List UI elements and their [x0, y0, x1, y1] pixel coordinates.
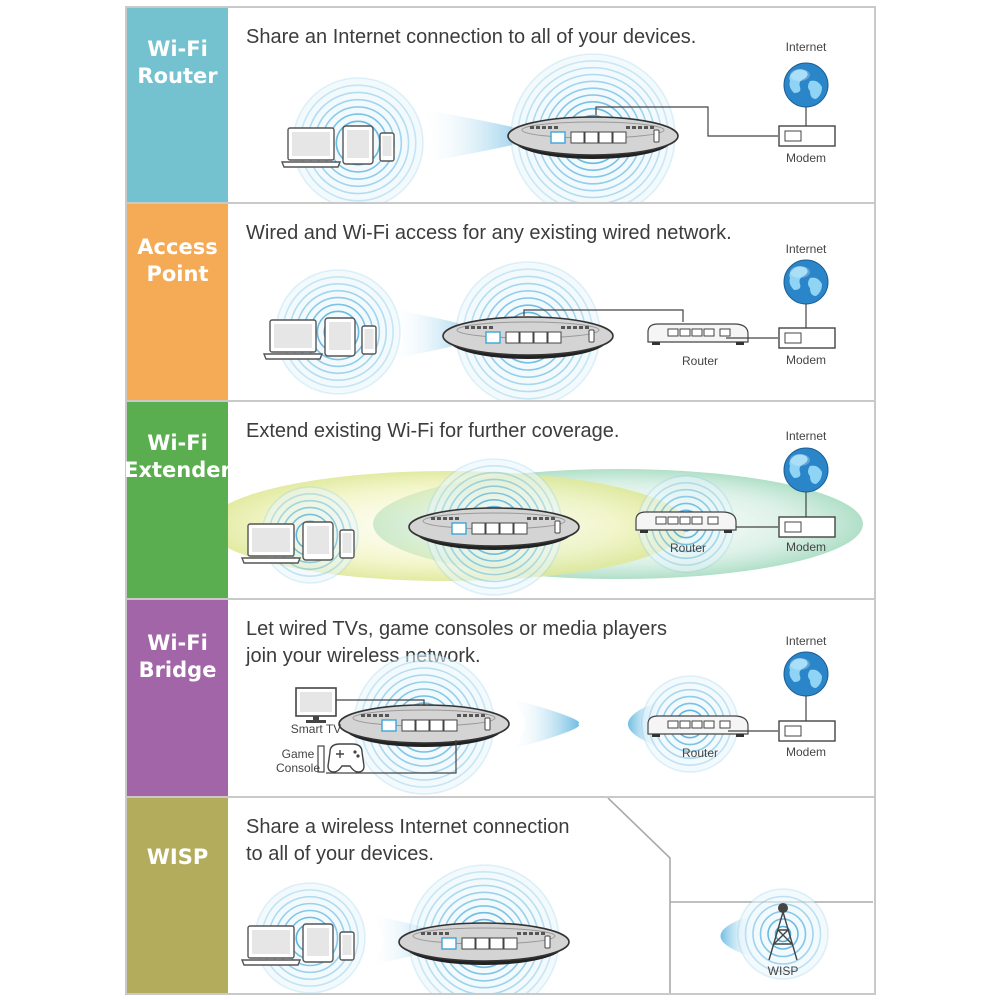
mode-label: Wi-Fi Extender: [124, 431, 231, 482]
mode-row-wifi-bridge: Wi-Fi Bridge Let wired TVs, game console…: [127, 600, 874, 796]
mode-description: Wired and Wi-Fi access for any existing …: [246, 222, 732, 244]
mode-content: Let wired TVs, game consoles or media pl…: [228, 600, 874, 796]
phone-icon: [339, 931, 355, 961]
smart-tv-label: Smart TV: [291, 722, 341, 736]
signal-waves-icon: [737, 888, 829, 980]
signal-beam: [388, 308, 489, 360]
mode-diagram: Internet Modem Router: [228, 429, 863, 596]
router-device-icon: [647, 323, 749, 345]
router-label: Router: [670, 541, 706, 555]
mode-label-panel: Wi-Fi Extender: [124, 402, 231, 598]
laptop-icon: [262, 319, 324, 360]
router-label: Router: [682, 746, 718, 760]
modem-icon: [778, 327, 836, 349]
router-device-icon: [398, 922, 570, 965]
modem-icon: [778, 516, 836, 538]
mode-row-wifi-router: Wi-Fi Router Share an Internet connectio…: [127, 8, 874, 202]
modem-label: Modem: [786, 745, 826, 759]
internet-label: Internet: [786, 242, 827, 256]
mode-description: Share an Internet connection to all of y…: [246, 26, 697, 48]
mode-diagram: Internet Modem Router: [262, 242, 836, 400]
mode-diagram: Internet Modem: [280, 40, 836, 202]
row-separator: [127, 796, 874, 798]
globe-icon: [783, 651, 829, 697]
signal-beam: [418, 108, 539, 164]
modem-icon: [778, 125, 836, 147]
callout-outline: [607, 798, 671, 993]
cable: [326, 740, 457, 774]
mode-description: Extend existing Wi-Fi for further covera…: [246, 420, 620, 442]
cable: [595, 106, 778, 137]
router-device-icon: [408, 507, 580, 550]
router-label: Router: [682, 354, 718, 368]
mode-diagram: WISP: [240, 798, 873, 993]
cable: [523, 309, 684, 322]
modem-label: Modem: [786, 540, 826, 554]
internet-label: Internet: [786, 429, 827, 443]
mode-description: Let wired TVs, game consoles or media pl…: [246, 618, 667, 667]
mode-content: Extend existing Wi-Fi for further covera…: [228, 402, 874, 598]
internet-label: Internet: [786, 40, 827, 54]
mode-content: Wired and Wi-Fi access for any existing …: [228, 204, 874, 400]
router-device-icon: [442, 316, 614, 359]
modem-label: Modem: [786, 353, 826, 367]
tablet-icon: [302, 521, 334, 561]
tablet-icon: [324, 317, 356, 357]
mode-description: Share a wireless Internet connection to …: [246, 816, 570, 865]
router-device-icon: [507, 116, 679, 159]
router-device-icon: [635, 511, 737, 533]
row-separator: [127, 202, 874, 204]
mode-row-wisp: WISP Share a wireless Internet connectio…: [127, 798, 874, 993]
wisp-label: WISP: [768, 964, 799, 978]
signal-beam: [510, 698, 580, 750]
mode-label-panel: Wi-Fi Bridge: [127, 600, 228, 796]
mode-row-wifi-extender: Wi-Fi Extender Extend existing Wi-Fi for…: [124, 402, 874, 598]
mode-label: Wi-Fi Router: [137, 37, 218, 88]
router-device-icon: [647, 715, 749, 737]
phone-icon: [379, 132, 395, 162]
phone-icon: [361, 325, 377, 355]
globe-icon: [783, 447, 829, 493]
phone-icon: [339, 529, 355, 559]
tablet-icon: [302, 923, 334, 963]
row-separator: [127, 400, 874, 402]
mode-label: Access Point: [137, 235, 218, 286]
mode-content: Share an Internet connection to all of y…: [228, 8, 874, 202]
mode-label: Wi-Fi Bridge: [138, 631, 217, 682]
laptop-icon: [240, 523, 302, 564]
mode-content: Share a wireless Internet connection to …: [228, 798, 874, 993]
modem-icon: [778, 720, 836, 742]
mode-label-panel: WISP: [127, 798, 228, 993]
mode-label-panel: Wi-Fi Router: [127, 8, 228, 202]
laptop-icon: [240, 925, 302, 966]
internet-label: Internet: [786, 634, 827, 648]
tower-icon: [768, 903, 798, 961]
row-separator: [127, 598, 874, 600]
modem-label: Modem: [786, 151, 826, 165]
globe-icon: [783, 62, 829, 108]
cable: [336, 699, 425, 706]
gamepad-icon: [317, 743, 365, 773]
globe-icon: [783, 259, 829, 305]
mode-row-access-point: Access Point Wired and Wi-Fi access for …: [127, 204, 874, 400]
diagram-frame: [125, 6, 876, 995]
laptop-icon: [280, 127, 342, 168]
mode-label: WISP: [146, 845, 209, 869]
mode-label-panel: Access Point: [127, 204, 228, 400]
tablet-icon: [342, 125, 374, 165]
tv-icon: [295, 687, 337, 723]
